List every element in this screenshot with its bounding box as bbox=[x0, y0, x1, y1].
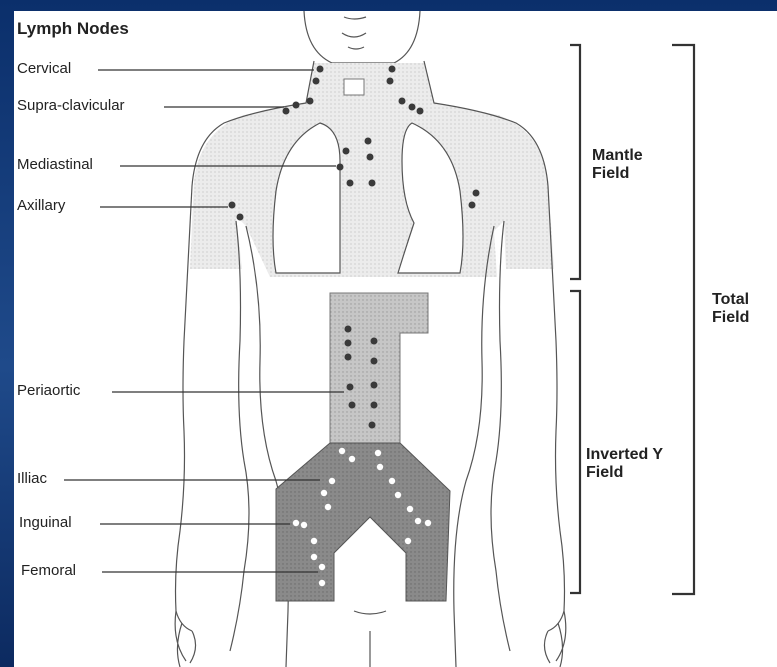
label-periaortic: Periaortic bbox=[17, 382, 80, 399]
mantle-bracket bbox=[570, 45, 580, 279]
diagram-heading: Lymph Nodes bbox=[17, 19, 129, 39]
label-mediastinal: Mediastinal bbox=[17, 156, 93, 173]
total-bracket bbox=[672, 45, 694, 594]
inverted-y-bracket bbox=[570, 291, 580, 593]
label-inguinal: Inguinal bbox=[19, 514, 72, 531]
label-illiac: Illiac bbox=[17, 470, 47, 487]
inverted-y-field-line-2: Field bbox=[586, 464, 663, 482]
label-supraclavicular: Supra-clavicular bbox=[17, 97, 125, 114]
total-field-line-1: Total bbox=[712, 291, 749, 309]
periaortic-field bbox=[330, 293, 428, 443]
mantle-field-line-1: Mantle bbox=[592, 147, 643, 165]
body-diagram bbox=[14, 11, 777, 667]
total-field-line-2: Field bbox=[712, 309, 749, 327]
diagram-panel: Lymph Nodes Cervical Supra-clavicular Me… bbox=[14, 11, 777, 667]
mantle-field-line-2: Field bbox=[592, 165, 643, 183]
label-femoral: Femoral bbox=[21, 562, 76, 579]
pelvic-field bbox=[276, 443, 450, 601]
mantle-field bbox=[190, 63, 554, 277]
inverted-y-field-line-1: Inverted Y bbox=[586, 446, 663, 464]
inverted-y-field-label: Inverted Y Field bbox=[586, 446, 663, 482]
total-field-label: Total Field bbox=[712, 291, 749, 327]
brackets bbox=[570, 45, 694, 594]
head-outline bbox=[304, 11, 420, 63]
label-cervical: Cervical bbox=[17, 60, 71, 77]
label-axillary: Axillary bbox=[17, 197, 65, 214]
mantle-field-label: Mantle Field bbox=[592, 147, 643, 183]
thyroid-outline bbox=[344, 79, 364, 95]
